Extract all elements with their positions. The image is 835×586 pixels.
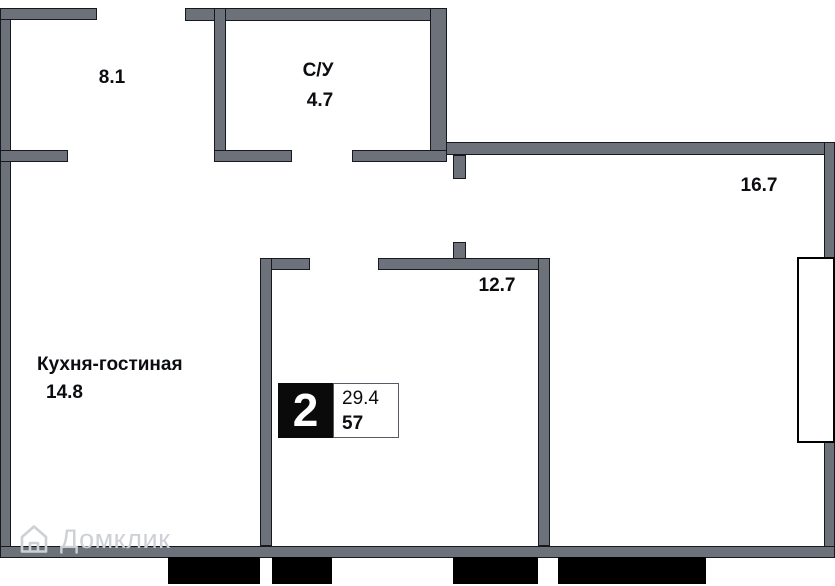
watermark: Домклик	[16, 521, 170, 557]
room-area-middle: 12.7	[478, 275, 516, 296]
apartment-badge: 2 29.4 57	[278, 383, 399, 438]
window-room-right-icon	[558, 557, 706, 584]
wall-outer-left	[0, 8, 11, 558]
badge-areas: 29.4 57	[333, 383, 399, 438]
room-name-bathroom: С/У	[302, 60, 334, 81]
room-name-kitchen-living: Кухня-гостиная	[37, 354, 183, 375]
watermark-text: Домклик	[60, 524, 171, 554]
badge-room-count: 2	[278, 383, 333, 438]
wall-passage-jamb-upper	[453, 155, 466, 179]
window-kitchen-icon	[168, 557, 260, 584]
badge-living-area: 29.4	[342, 388, 379, 409]
wall-hallway-bottom	[0, 150, 68, 162]
window-room-middle-icon	[453, 557, 538, 584]
room-area-kitchen-living: 14.8	[46, 382, 83, 403]
wall-room-middle-top-right	[378, 258, 550, 270]
wall-bathroom-bottom-left	[214, 150, 292, 162]
window-right-wall-icon	[797, 257, 835, 443]
wall-outer-right-lower	[824, 442, 835, 558]
badge-total-area: 57	[342, 413, 364, 434]
wall-top-right-section	[430, 142, 835, 155]
wall-divider-hallway-bathroom	[214, 8, 226, 162]
window-room-middle-left-icon	[272, 557, 332, 584]
room-area-bathroom: 4.7	[306, 90, 334, 111]
room-area-right: 16.7	[740, 175, 778, 196]
wall-room-middle-right	[538, 258, 550, 546]
house-icon	[20, 525, 48, 553]
wall-outer-right-upper	[824, 142, 835, 258]
wall-bathroom-right	[430, 8, 447, 155]
room-area-hallway: 8.1	[98, 67, 126, 88]
wall-outer-top-left	[0, 8, 97, 20]
wall-room-middle-left	[260, 258, 272, 546]
wall-bathroom-bottom-right	[352, 150, 447, 162]
